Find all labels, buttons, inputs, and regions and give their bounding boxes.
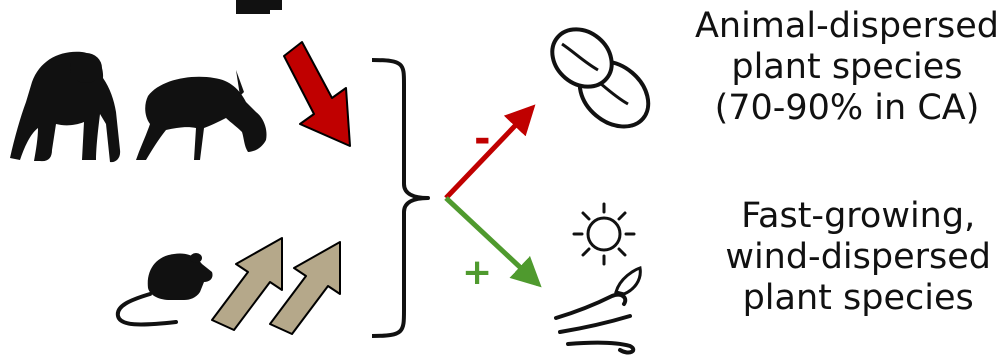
positive-effect-arrow: [444, 196, 542, 288]
positive-sign: +: [462, 252, 492, 293]
animal-dispersed-label: Animal-dispersed plant species (70-90% i…: [695, 6, 999, 129]
fast-growing-label: Fast-growing, wind-dispersed plant speci…: [725, 196, 991, 319]
fast-growing-line-3: plant species: [742, 278, 974, 318]
rat-icon: [115, 253, 213, 327]
increase-arrow-2: [269, 241, 341, 335]
animal-dispersed-line-2: plant species: [731, 47, 963, 87]
wind-icon: [554, 266, 642, 355]
fast-growing-line-2: wind-dispersed: [725, 237, 991, 277]
sun-icon: [572, 202, 636, 266]
seed-icon: [550, 27, 651, 129]
animal-dispersed-line-1: Animal-dispersed: [694, 6, 999, 46]
grouping-brace: [371, 58, 430, 338]
increase-arrow-1: [211, 237, 283, 331]
fast-growing-line-1: Fast-growing,: [741, 196, 976, 236]
heading-fragment: [236, 0, 282, 14]
gorilla-icon: [10, 51, 121, 163]
negative-sign: -: [474, 116, 491, 162]
animal-dispersed-line-3: (70-90% in CA): [714, 88, 980, 128]
negative-effect-arrow: [444, 104, 536, 200]
duiker-icon: [136, 70, 267, 160]
decrease-arrow: [283, 41, 351, 147]
